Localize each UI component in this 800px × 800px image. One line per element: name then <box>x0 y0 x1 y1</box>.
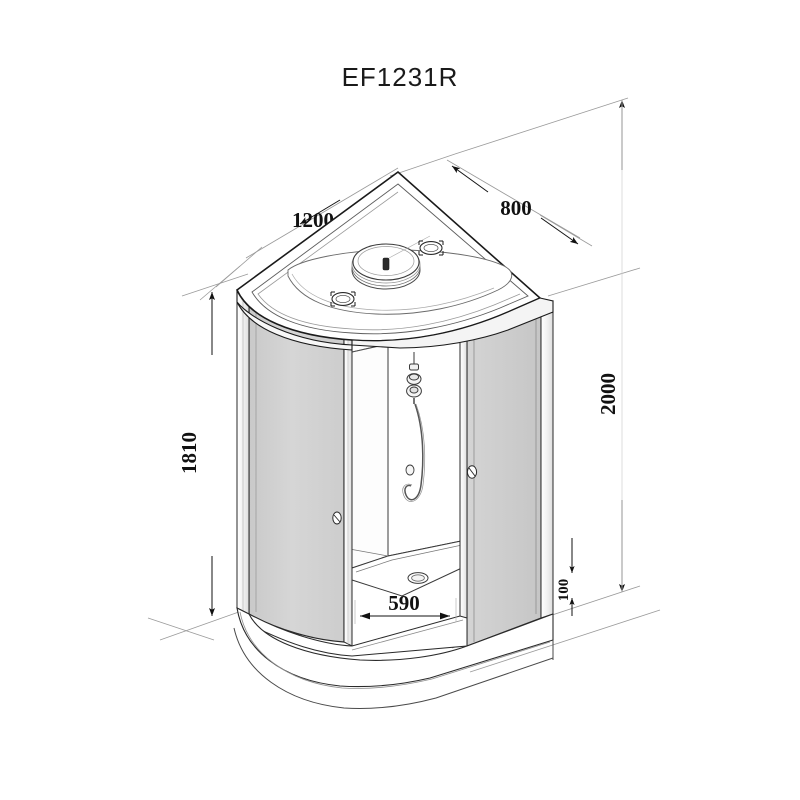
dimension-2000-label: 2000 <box>596 373 620 415</box>
ceiling-speaker-1 <box>330 291 356 307</box>
frame-right-outer <box>540 300 554 619</box>
ceiling-light[interactable] <box>351 235 431 290</box>
page-title: EF1231R <box>341 62 459 92</box>
shower-head[interactable] <box>402 352 426 502</box>
interior-back-wall <box>351 324 467 569</box>
dimension-800-label: 800 <box>500 196 532 220</box>
ceiling-speaker-2 <box>418 240 444 256</box>
dimension-1200 <box>299 199 341 225</box>
drain <box>407 572 429 584</box>
frame-left-outer <box>236 289 250 615</box>
dimension-1810-label: 1810 <box>177 432 201 474</box>
dimension-590 <box>354 598 457 624</box>
frame-centre-right <box>459 321 468 647</box>
dimension-800 <box>451 165 579 245</box>
dimension-100-label: 100 <box>556 579 572 602</box>
dimension-590-label: 590 <box>388 591 420 615</box>
door-handle-right[interactable] <box>466 465 478 479</box>
shower-tray-skirt <box>233 607 554 709</box>
frame-centre-left <box>343 324 353 647</box>
door-right[interactable] <box>466 304 542 647</box>
threshold-rail <box>248 613 468 657</box>
door-handle-left[interactable] <box>332 511 342 525</box>
